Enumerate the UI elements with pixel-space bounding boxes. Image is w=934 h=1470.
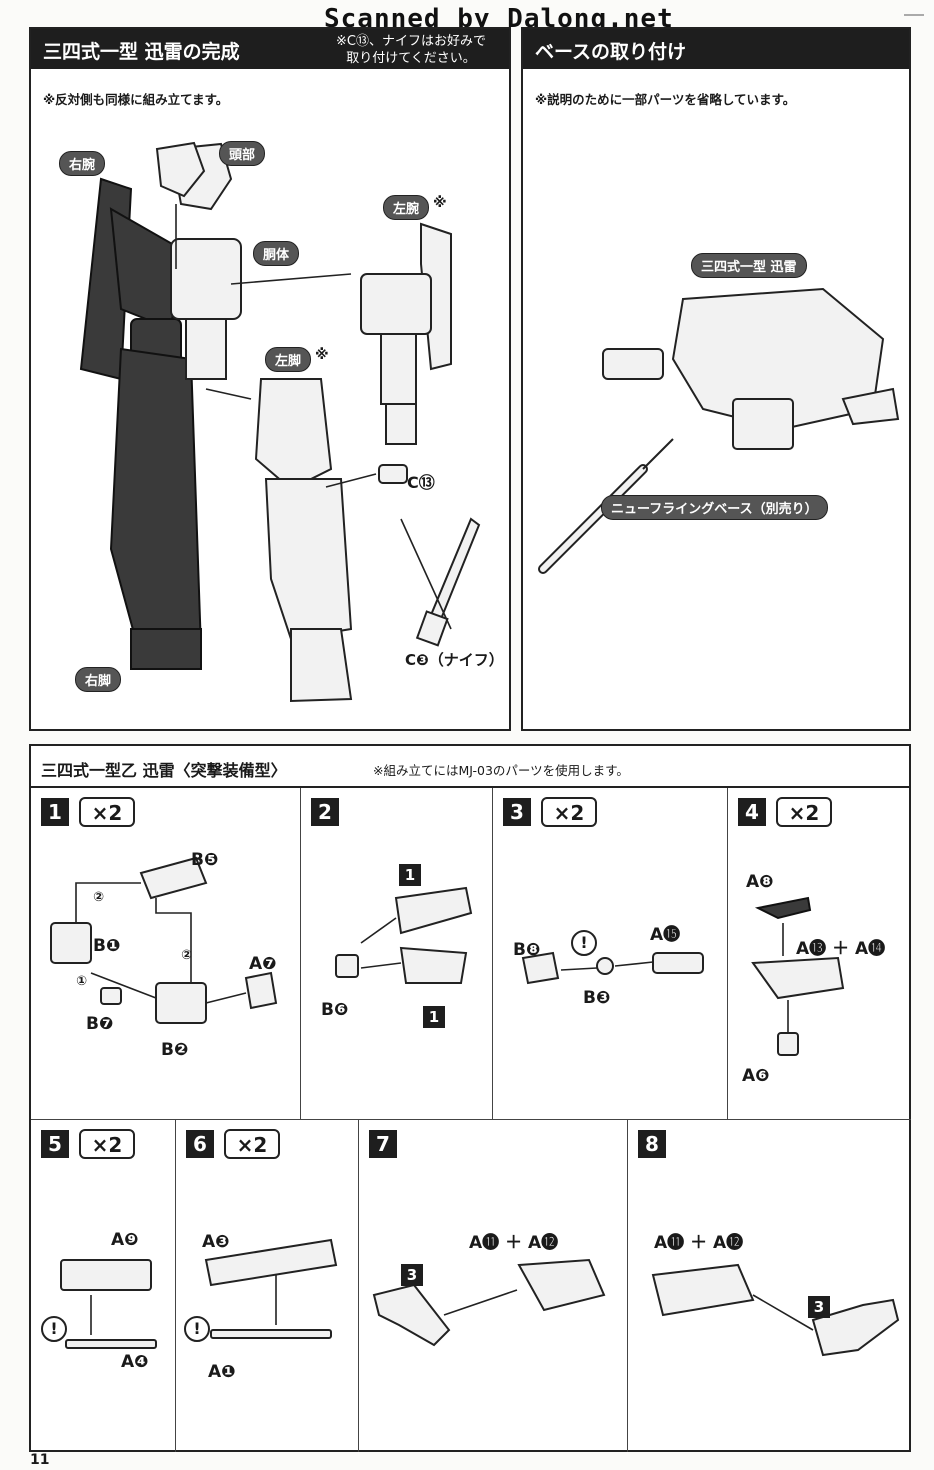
completion-title: 三四式一型 迅雷の完成 [43,41,240,63]
left-arm-illustration [360,222,452,445]
caution-icon: ! [41,1316,67,1342]
part-label: A❹ [121,1352,149,1372]
scan-mark [904,14,924,16]
step-number: 1 [41,798,69,826]
part-label: A❽ [746,872,774,892]
part-label: A❻ [742,1066,770,1086]
label-right-arm: 右腕 [59,151,106,176]
step-5-illustration [60,1259,157,1349]
part-label: A❾ [111,1230,139,1250]
completion-panel: 三四式一型 迅雷の完成 ※C⑬、ナイフはお好みで 取り付けてください。 ※反対側… [29,27,511,731]
step-number: 5 [41,1130,69,1158]
step-4-illustration [751,896,845,1056]
step-multiplier: ×2 [79,797,135,827]
assembly-tag: 1 [423,1006,445,1028]
caution-icon: ! [571,930,597,956]
base-panel-header: ベースの取り付け [523,29,909,69]
step-number: 2 [311,798,339,826]
completion-arrows [175,204,452,630]
part-label: B❶ [93,936,121,956]
completion-note-line1: ※C⑬、ナイフはお好みで [336,34,486,49]
knife-illustration [415,517,481,647]
part-label: B❻ [321,1000,349,1020]
label-head: 頭部 [219,141,266,166]
part-label: A⓯ [650,925,681,945]
completion-note-line2: 取り付けてください。 [346,51,476,66]
completion-sub-note: ※反対側も同様に組み立てます。 [43,92,229,107]
step-7-cell: 7 A⓫ ＋ A⓬ 3 [359,1120,628,1452]
label-c3-knife: C❸（ナイフ） [405,651,504,669]
step-1-cell: 1 ×2 B❺ B❶ A❼ B❼ B❷ ② ② ① [31,788,301,1120]
part-label: A⓭ ＋ A⓮ [796,939,886,959]
part-label: B❺ [191,850,219,870]
step-multiplier: ×2 [776,797,832,827]
step-number: 4 [738,798,766,826]
assault-section-header: 三四式一型乙 迅雷〈突撃装備型〉 ※組み立てにはMJ-03のパーツを使用します。 [29,744,911,786]
step-8-cell: 8 A⓫ ＋ A⓬ 3 [628,1120,911,1452]
step-2-cell: 2 1 1 B❻ [301,788,493,1120]
robot-on-base-illustration [602,287,900,450]
robot-dark-side-illustration [79,177,203,670]
part-label: B❽ [513,940,541,960]
head-part-illustration [155,141,206,198]
left-leg-illustration [254,378,353,703]
label-left-leg: 左脚 [265,347,312,372]
step-3-cell: 3 ×2 ! A⓯ B❽ B❸ [493,788,728,1120]
step-3-illustration [521,951,704,985]
completion-header-note: ※C⑬、ナイフはお好みで 取り付けてください。 [321,33,501,67]
caution-icon: ! [184,1316,210,1342]
part-label: A❶ [208,1362,236,1382]
assembly-tag: 3 [808,1296,830,1318]
step-2-illustration [335,886,473,984]
step-multiplier: ×2 [541,797,597,827]
part-label: B❼ [86,1014,114,1034]
part-label: A⓫ ＋ A⓬ [469,1233,559,1253]
part-label: B❸ [583,988,611,1008]
part-label: A❸ [202,1232,230,1252]
order-marker: ② [181,948,193,963]
part-label: A❼ [249,954,277,974]
step-5-cell: 5 ×2 ! A❾ A❹ [31,1120,176,1452]
step-number: 8 [638,1130,666,1158]
left-arm-mark: ※ [433,195,447,211]
c13-part-illustration [378,464,408,484]
step-number: 6 [186,1130,214,1158]
base-title: ベースの取り付け [535,41,687,63]
label-c13: C⑬ [407,473,435,492]
step-6-cell: 6 ×2 ! A❸ A❶ [176,1120,359,1452]
step-multiplier: ×2 [224,1129,280,1159]
step-number: 3 [503,798,531,826]
assault-section-note: ※組み立てにはMJ-03のパーツを使用します。 [373,763,629,778]
base-panel: ベースの取り付け ※説明のために一部パーツを省略しています。 三四式一型 迅雷 … [521,27,911,731]
order-marker: ① [76,974,88,989]
label-right-leg: 右脚 [75,667,122,692]
base-sub-note: ※説明のために一部パーツを省略しています。 [535,92,796,107]
part-label: B❷ [161,1040,189,1060]
step-8-illustration [651,1263,900,1357]
assembly-tag: 1 [399,864,421,886]
assault-section-title: 三四式一型乙 迅雷〈突撃装備型〉 [41,761,287,780]
step-multiplier: ×2 [79,1129,135,1159]
order-marker: ② [93,890,105,905]
label-left-arm: 左腕 [383,195,430,220]
step-4-cell: 4 ×2 A❽ A⓭ ＋ A⓮ A❻ [728,788,911,1120]
flying-base-rod-illustration [538,438,674,574]
step-6-illustration [204,1238,338,1339]
part-label: A⓫ ＋ A⓬ [654,1233,744,1253]
step-1-illustration [50,856,278,1024]
label-torso: 胴体 [253,241,300,266]
page-number: 11 [30,1452,50,1468]
completion-panel-header: 三四式一型 迅雷の完成 ※C⑬、ナイフはお好みで 取り付けてください。 [31,29,509,69]
label-model: 三四式一型 迅雷 [691,253,807,278]
label-flying-base: ニューフライングベース（別売り） [601,495,828,520]
step-number: 7 [369,1130,397,1158]
left-leg-mark: ※ [315,347,329,363]
assembly-tag: 3 [401,1264,423,1286]
steps-grid: 1 ×2 B❺ B❶ A❼ B❼ B❷ ② ② ① 2 [29,786,911,1452]
